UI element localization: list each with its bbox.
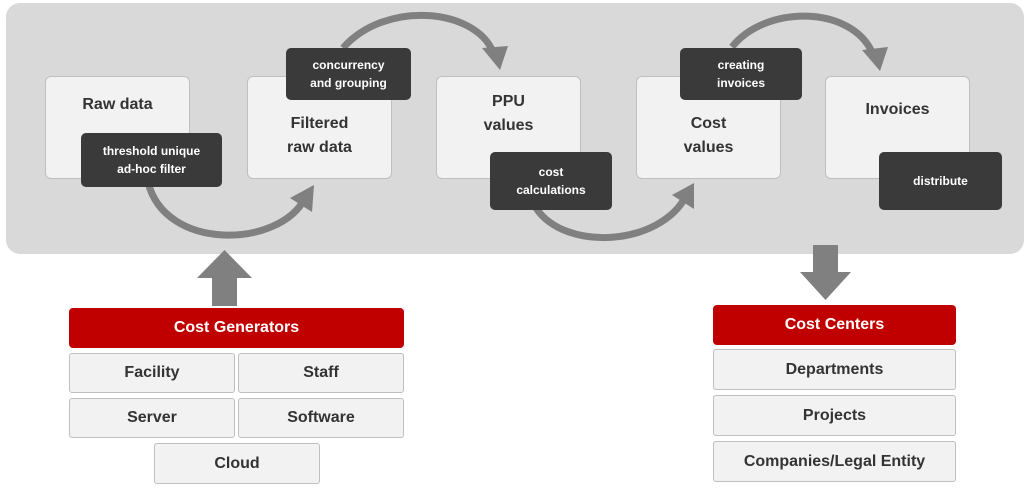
generator-server-label: Server	[127, 409, 177, 426]
cost-generators-title: Cost Generators	[173, 319, 300, 336]
generator-software-label: Software	[287, 409, 355, 426]
step-cost-calculations-label: cost calculations	[516, 165, 586, 197]
step-cost-calculations: cost calculations	[490, 152, 612, 210]
down-arrow	[800, 245, 851, 300]
center-companies-legal-entity: Companies/Legal Entity	[713, 441, 956, 482]
generator-software: Software	[238, 398, 404, 438]
arrow-filtered-to-ppu	[340, 11, 497, 54]
up-arrow	[197, 250, 252, 306]
arrowhead-cost	[672, 183, 694, 209]
step-distribute-label: distribute	[913, 174, 968, 188]
generator-cloud: Cloud	[154, 443, 320, 484]
arrow-raw-to-filtered	[144, 181, 309, 239]
cost-generators-header: Cost Generators	[69, 308, 404, 348]
arrowhead-invoices	[862, 47, 888, 71]
step-concurrency-grouping: concurrency and grouping	[286, 48, 411, 100]
arrow-cost-to-invoices	[729, 12, 876, 54]
arrow-ppu-to-cost	[533, 194, 690, 242]
stage-invoices-label: Invoices	[865, 101, 930, 118]
generator-server: Server	[69, 398, 235, 438]
step-creating-invoices: creating invoices	[680, 48, 802, 100]
center-companies-legal-entity-label: Companies/Legal Entity	[743, 452, 926, 470]
step-concurrency-grouping-label: concurrency and grouping	[310, 58, 387, 90]
step-creating-invoices-label: creating invoices	[716, 58, 766, 90]
step-threshold-filter-label: threshold unique ad-hoc filter	[102, 144, 201, 176]
generator-facility: Facility	[69, 353, 235, 393]
stage-raw-data-label: Raw data	[82, 96, 153, 113]
cost-centers-title: Cost Centers	[784, 316, 885, 333]
stage-ppu-values-label: PPU values	[483, 93, 534, 134]
arrowhead-filtered	[290, 185, 314, 212]
step-threshold-filter: threshold unique ad-hoc filter	[81, 133, 222, 187]
arrowhead-ppu	[482, 46, 508, 70]
generator-staff-label: Staff	[303, 364, 339, 381]
center-projects-label: Projects	[802, 406, 867, 424]
step-distribute: distribute	[879, 152, 1002, 210]
generator-facility-label: Facility	[124, 364, 180, 381]
stage-cost-values-label: Cost values	[683, 115, 734, 156]
generator-staff: Staff	[238, 353, 404, 393]
stage-filtered-raw-data-label: Filtered raw data	[287, 115, 352, 156]
cost-centers-header: Cost Centers	[713, 305, 956, 345]
center-departments-label: Departments	[785, 360, 884, 378]
center-departments: Departments	[713, 349, 956, 390]
center-projects: Projects	[713, 395, 956, 436]
generator-cloud-label: Cloud	[214, 454, 260, 472]
